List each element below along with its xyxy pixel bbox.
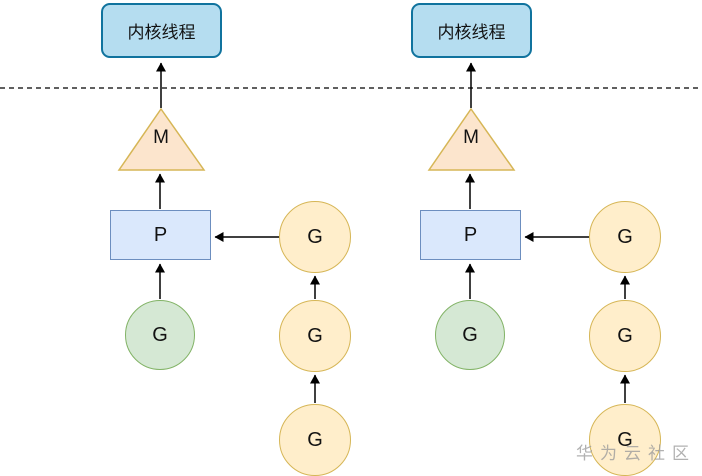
queued-goroutine-circle: G <box>589 300 661 372</box>
queued-goroutine-circle: G <box>279 300 351 372</box>
m-triangle <box>427 107 516 171</box>
kernel-thread-box: 内核线程 <box>101 3 222 58</box>
m-machine-label: M <box>463 127 479 148</box>
scheduler-column-1: 内核线程 M P G G G G <box>101 3 351 476</box>
running-goroutine-circle: G <box>125 300 195 370</box>
queued-goroutine-circle: G <box>589 404 661 476</box>
scheduler-column-2: 内核线程 M P G G G G <box>310 0 702 476</box>
queued-goroutine-circle: G <box>589 201 661 273</box>
running-goroutine-circle: G <box>435 300 505 370</box>
queued-goroutine-circle: G <box>279 201 351 273</box>
p-processor-box: P <box>420 210 521 260</box>
m-triangle <box>117 107 206 171</box>
p-processor-box: P <box>110 210 211 260</box>
kernel-thread-box: 内核线程 <box>411 3 532 58</box>
huawei-cloud-community-watermark: 华为云社区 <box>576 444 696 463</box>
m-machine-label: M <box>153 127 169 148</box>
queued-goroutine-circle: G <box>279 404 351 476</box>
